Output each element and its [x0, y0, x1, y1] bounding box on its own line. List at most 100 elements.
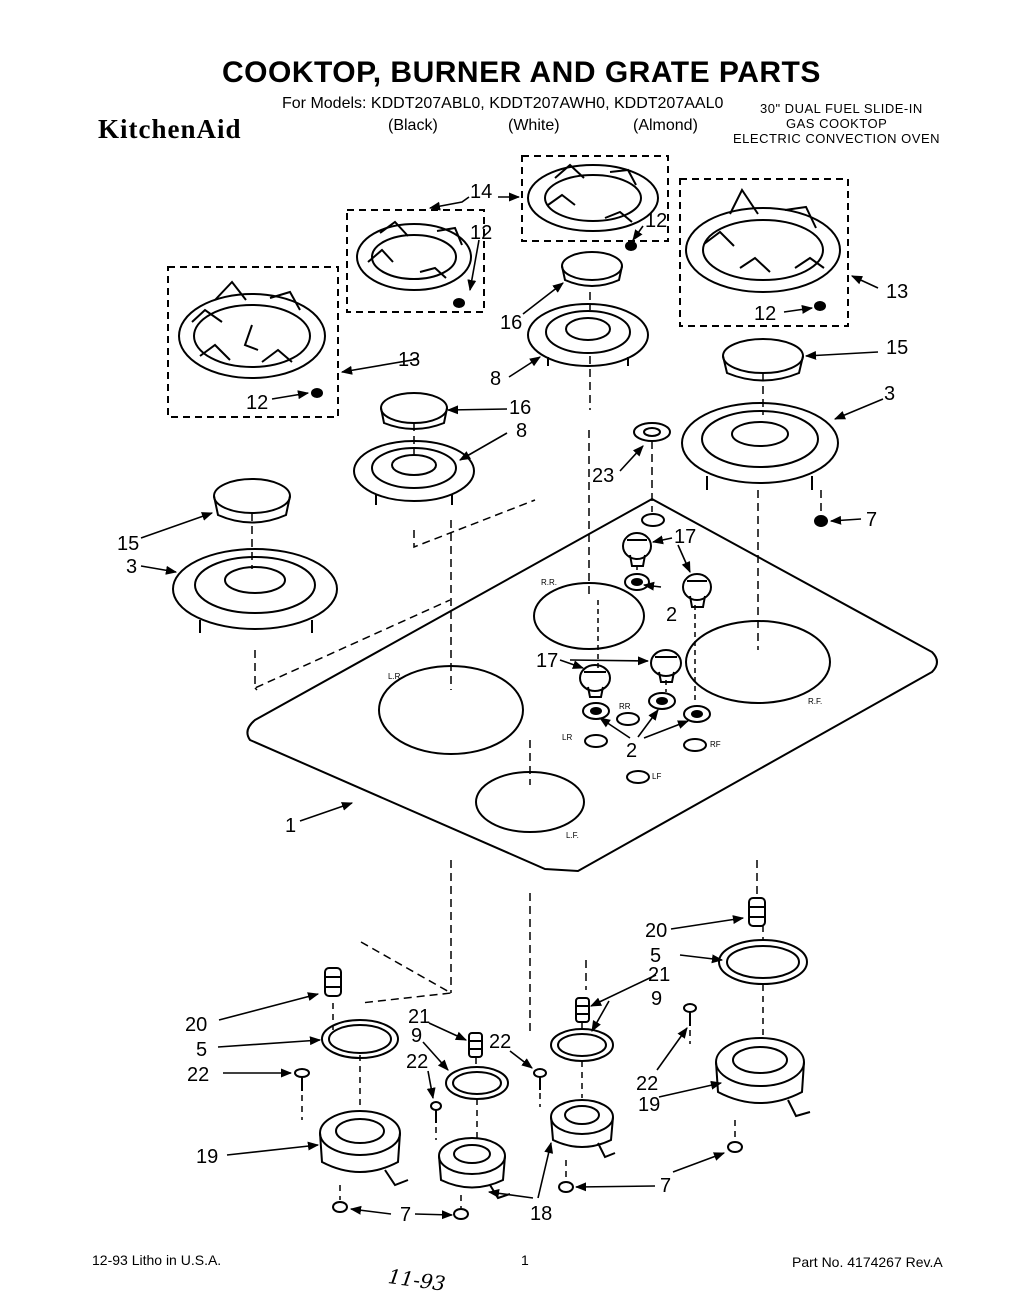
knob-label-lr: LR	[562, 733, 572, 742]
ring-9-right	[550, 1028, 614, 1062]
callout-17-top: 17	[674, 526, 696, 548]
grommet-7-bfr	[727, 1141, 743, 1153]
callout-7-left: 7	[400, 1204, 411, 1226]
callout-19-right: 19	[638, 1094, 660, 1116]
callout-7-top: 7	[866, 509, 877, 531]
models-line: For Models: KDDT207ABL0, KDDT207AWH0, KD…	[282, 95, 724, 112]
callout-12-ls: 12	[470, 222, 492, 244]
color-white: (White)	[508, 117, 560, 134]
callout-18: 18	[530, 1203, 552, 1225]
callout-12-cs: 12	[645, 210, 667, 232]
callout-5-right: 5	[650, 945, 661, 967]
callout-16-center: 16	[500, 312, 522, 334]
callout-15-right: 15	[886, 337, 908, 359]
orifice-20-right	[748, 897, 766, 927]
bezel-2-a	[624, 573, 650, 591]
burner-19-right	[715, 1037, 811, 1118]
hole-label-lf: L.F.	[566, 831, 579, 840]
knob-label-lf: LF	[652, 772, 661, 781]
burner-18-right	[550, 1099, 616, 1159]
grate-right-rear	[679, 178, 849, 327]
callout-2-mid: 2	[626, 740, 637, 762]
callout-3-left: 3	[126, 556, 137, 578]
hole-label-rf: R.F.	[808, 697, 822, 706]
grommet-7-br	[558, 1181, 574, 1193]
grommet-7-bc	[453, 1208, 469, 1220]
ring-5-right	[718, 939, 808, 985]
callout-20-right: 20	[645, 920, 667, 942]
callout-8-left: 8	[516, 420, 527, 442]
callout-21-center: 21	[408, 1006, 430, 1028]
screw-22-b	[430, 1101, 442, 1123]
screw-22-c	[533, 1068, 547, 1090]
callout-1: 1	[285, 815, 296, 837]
description-line-1: 30" DUAL FUEL SLIDE-IN	[760, 101, 923, 116]
cooktop-panel	[246, 497, 938, 873]
bezel-2-c	[648, 692, 676, 710]
burner-base-8-center	[527, 303, 649, 367]
callout-13-right: 13	[886, 281, 908, 303]
orifice-21-center	[468, 1032, 483, 1058]
grate-foot-12-ls	[453, 298, 465, 308]
callout-9-right: 9	[651, 988, 662, 1010]
color-almond: (Almond)	[633, 117, 698, 134]
bezel-2-d	[683, 705, 711, 723]
knob-17-d	[650, 649, 682, 683]
callout-12-rr: 12	[754, 303, 776, 325]
orifice-21-right	[575, 997, 590, 1023]
footer-part-number: Part No. 4174267 Rev.A	[792, 1254, 943, 1270]
burner-18-center	[438, 1137, 511, 1200]
callout-22-center: 22	[406, 1051, 428, 1073]
bezel-2-b	[582, 702, 610, 720]
burner-base-3-right	[681, 402, 839, 490]
page-title: COOKTOP, BURNER AND GRATE PARTS	[222, 56, 821, 89]
hole-label-lr: L.R.	[388, 672, 403, 681]
burner-19-left	[319, 1110, 409, 1187]
callout-22-right: 22	[636, 1073, 658, 1095]
callout-16-left: 16	[509, 397, 531, 419]
description-line-2: GAS COOKTOP	[786, 116, 888, 131]
callout-17-mid: 17	[536, 650, 558, 672]
screw-22-d	[683, 1003, 697, 1026]
callout-20-left: 20	[185, 1014, 207, 1036]
callout-7-right: 7	[660, 1175, 671, 1197]
knob-17-c	[579, 664, 611, 698]
callout-23: 23	[592, 465, 614, 487]
callout-12-lr: 12	[246, 392, 268, 414]
brand-logo: KitchenAid	[98, 114, 242, 144]
burner-base-3-left	[172, 548, 338, 633]
grate-left-rear	[167, 266, 339, 418]
callout-21-right: 21	[648, 964, 670, 986]
callout-14: 14	[470, 181, 492, 203]
callout-22-mid: 22	[489, 1031, 511, 1053]
leader-arrows	[140, 192, 884, 1220]
knob-label-rr: RR	[619, 702, 631, 711]
callout-19-left: 19	[196, 1146, 218, 1168]
grommet-7-top	[814, 515, 828, 527]
callout-3-right: 3	[884, 383, 895, 405]
grate-foot-12-rr	[814, 301, 826, 311]
callout-13-left: 13	[398, 349, 420, 371]
callout-8-center: 8	[490, 368, 501, 390]
callout-2-top: 2	[666, 604, 677, 626]
footer-page-number: 1	[521, 1252, 529, 1268]
callout-5-left: 5	[196, 1039, 207, 1061]
hole-label-rr: R.R.	[541, 578, 557, 587]
burner-cap-16-center	[561, 251, 623, 287]
color-black: (Black)	[388, 117, 438, 134]
callout-22-left: 22	[187, 1064, 209, 1086]
knob-label-rf: RF	[710, 740, 721, 749]
ring-9-center	[445, 1066, 509, 1100]
knob-17-a	[622, 532, 652, 567]
grate-center-small	[521, 155, 669, 242]
description-line-3: ELECTRIC CONVECTION OVEN	[733, 131, 941, 146]
grommet-7-bl	[332, 1201, 348, 1213]
grate-foot-12-lr	[311, 388, 323, 398]
assembly-lines	[251, 292, 822, 1208]
orifice-20-left	[324, 967, 342, 997]
callout-15-left: 15	[117, 533, 139, 555]
footer-litho: 12-93 Litho in U.S.A.	[92, 1252, 222, 1268]
screw-22-a	[294, 1068, 310, 1091]
grate-foot-12-cs	[625, 241, 637, 251]
